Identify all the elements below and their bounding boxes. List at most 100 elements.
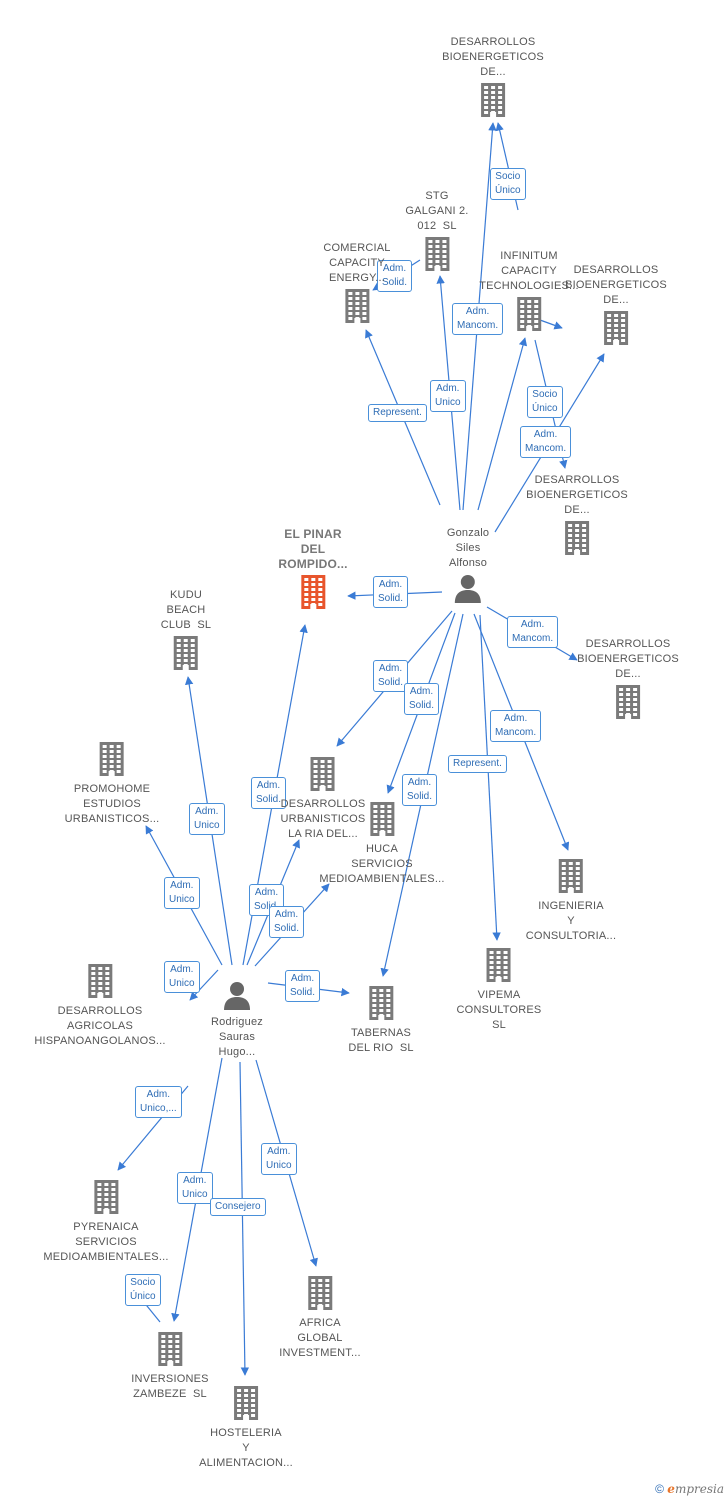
edge-label-adm-unico[interactable]: Adm. Unico bbox=[261, 1143, 297, 1175]
node-des_top[interactable]: DESARROLLOS BIOENERGETICOS DE... bbox=[442, 35, 544, 123]
node-gonzalo[interactable]: Gonzalo Siles Alfonso bbox=[447, 526, 489, 608]
node-kudu[interactable]: KUDU BEACH CLUB SL bbox=[161, 588, 212, 676]
node-label[interactable]: DESARROLLOS BIOENERGETICOS DE... bbox=[565, 264, 667, 306]
edge-label-adm-mancom[interactable]: Adm. Mancom. bbox=[490, 710, 542, 742]
edge-label-socio-nico[interactable]: Socio Único bbox=[527, 386, 563, 418]
node-rodriguez[interactable]: Rodriguez Sauras Hugo... bbox=[211, 978, 263, 1060]
node-label[interactable]: AFRICA GLOBAL INVESTMENT... bbox=[279, 1317, 361, 1359]
node-pinar[interactable]: EL PINAR DEL ROMPIDO... bbox=[278, 527, 347, 615]
edge-label-adm-solid[interactable]: Adm. Solid. bbox=[251, 777, 287, 809]
edge-label-represent[interactable]: Represent. bbox=[368, 404, 427, 422]
node-label[interactable]: DESARROLLOS BIOENERGETICOS DE... bbox=[526, 474, 628, 516]
node-pyrenaica[interactable]: PYRENAICA SERVICIOS MEDIOAMBIENTALES... bbox=[43, 1177, 168, 1265]
person-icon bbox=[211, 980, 263, 1015]
building-icon bbox=[161, 635, 212, 676]
node-africa[interactable]: AFRICA GLOBAL INVESTMENT... bbox=[279, 1273, 361, 1361]
node-stg[interactable]: STG GALGANI 2. 012 SL bbox=[405, 189, 468, 277]
node-label[interactable]: Rodriguez Sauras Hugo... bbox=[211, 1016, 263, 1058]
edge-label-adm-unico[interactable]: Adm. Unico bbox=[164, 877, 200, 909]
node-comercial[interactable]: COMERCIAL CAPACITY ENERGY... bbox=[323, 241, 390, 329]
node-desagr[interactable]: DESARROLLOS AGRICOLAS HISPANOANGOLANOS..… bbox=[34, 961, 165, 1049]
person-icon bbox=[447, 573, 489, 608]
edge-infinitum-to-des_right1 bbox=[539, 319, 563, 330]
edge-label-adm-solid[interactable]: Adm. Solid. bbox=[402, 774, 438, 806]
building-icon bbox=[526, 520, 628, 561]
building-icon bbox=[281, 756, 366, 797]
edge-label-adm-solid[interactable]: Adm. Solid. bbox=[377, 260, 413, 292]
building-icon bbox=[348, 985, 413, 1026]
node-label[interactable]: DESARROLLOS BIOENERGETICOS DE... bbox=[577, 638, 679, 680]
node-label[interactable]: HOSTELERIA Y ALIMENTACION... bbox=[199, 1427, 293, 1469]
edge-label-adm-unico[interactable]: Adm. Unico,... bbox=[135, 1086, 182, 1118]
building-icon bbox=[442, 82, 544, 123]
edge-label-socio-nico[interactable]: Socio Único bbox=[125, 1274, 161, 1306]
node-label[interactable]: DESARROLLOS URBANISTICOS LA RIA DEL... bbox=[280, 798, 366, 840]
edge-rodriguez-to-hosteleria bbox=[239, 1061, 250, 1376]
node-label[interactable]: DESARROLLOS AGRICOLAS HISPANOANGOLANOS..… bbox=[34, 1005, 166, 1047]
building-icon bbox=[65, 741, 160, 782]
building-icon bbox=[278, 574, 347, 615]
edge-label-adm-solid[interactable]: Adm. Solid. bbox=[373, 660, 409, 692]
building-icon bbox=[565, 310, 667, 351]
node-label[interactable]: EL PINAR DEL ROMPIDO... bbox=[278, 527, 348, 571]
node-label[interactable]: INGENIERIA Y CONSULTORIA... bbox=[525, 900, 617, 942]
node-inversiones[interactable]: INVERSIONES ZAMBEZE SL bbox=[131, 1329, 208, 1402]
edge-label-consejero[interactable]: Consejero bbox=[210, 1198, 266, 1216]
edge-label-adm-solid[interactable]: Adm. Solid. bbox=[269, 906, 305, 938]
edge-gonzalo-to-vipema bbox=[479, 614, 501, 941]
edge-label-adm-solid[interactable]: Adm. Solid. bbox=[404, 683, 440, 715]
building-icon bbox=[43, 1179, 168, 1220]
building-icon bbox=[34, 963, 165, 1004]
building-icon bbox=[526, 858, 616, 899]
node-label[interactable]: Gonzalo Siles Alfonso bbox=[446, 527, 490, 569]
edge-label-adm-solid[interactable]: Adm. Solid. bbox=[373, 576, 409, 608]
building-icon bbox=[199, 1385, 293, 1426]
node-label[interactable]: HUCA SERVICIOS MEDIOAMBIENTALES... bbox=[319, 843, 445, 885]
node-infinitum[interactable]: INFINITUM CAPACITY TECHNOLOGIES... bbox=[479, 249, 579, 337]
brand-name: empresia bbox=[667, 1482, 724, 1496]
node-tabernas[interactable]: TABERNAS DEL RIO SL bbox=[348, 983, 413, 1056]
node-label[interactable]: KUDU BEACH CLUB SL bbox=[160, 589, 212, 631]
edge-label-adm-unico[interactable]: Adm. Unico bbox=[189, 803, 225, 835]
edge-label-adm-mancom[interactable]: Adm. Mancom. bbox=[520, 426, 572, 458]
building-icon bbox=[405, 236, 468, 277]
building-icon bbox=[479, 296, 579, 337]
building-icon bbox=[319, 801, 444, 842]
copyright-icon: © bbox=[655, 1482, 664, 1496]
node-desurb[interactable]: DESARROLLOS URBANISTICOS LA RIA DEL... bbox=[281, 754, 366, 842]
edge-gonzalo-to-infinitum bbox=[477, 337, 528, 511]
building-icon bbox=[457, 947, 542, 988]
node-label[interactable]: PROMOHOME ESTUDIOS URBANISTICOS... bbox=[64, 783, 160, 825]
edge-label-adm-mancom[interactable]: Adm. Mancom. bbox=[507, 616, 559, 648]
node-promohome[interactable]: PROMOHOME ESTUDIOS URBANISTICOS... bbox=[65, 739, 160, 827]
node-label[interactable]: INVERSIONES ZAMBEZE SL bbox=[131, 1373, 209, 1400]
node-label[interactable]: STG GALGANI 2. 012 SL bbox=[405, 190, 469, 232]
node-label[interactable]: DESARROLLOS BIOENERGETICOS DE... bbox=[442, 36, 544, 78]
node-label[interactable]: COMERCIAL CAPACITY ENERGY... bbox=[323, 242, 391, 284]
node-label[interactable]: PYRENAICA SERVICIOS MEDIOAMBIENTALES... bbox=[43, 1221, 169, 1263]
node-vipema[interactable]: VIPEMA CONSULTORES SL bbox=[457, 945, 542, 1033]
node-des_mid[interactable]: DESARROLLOS BIOENERGETICOS DE... bbox=[526, 473, 628, 561]
node-label[interactable]: VIPEMA CONSULTORES SL bbox=[456, 989, 542, 1031]
edge-label-adm-unico[interactable]: Adm. Unico bbox=[430, 380, 466, 412]
node-label[interactable]: TABERNAS DEL RIO SL bbox=[348, 1027, 414, 1054]
edge-label-adm-unico[interactable]: Adm. Unico bbox=[177, 1172, 213, 1204]
edge-label-adm-unico[interactable]: Adm. Unico bbox=[164, 961, 200, 993]
edge-label-represent[interactable]: Represent. bbox=[448, 755, 507, 773]
node-des_right1[interactable]: DESARROLLOS BIOENERGETICOS DE... bbox=[565, 263, 667, 351]
edge-label-adm-solid[interactable]: Adm. Solid. bbox=[285, 970, 321, 1002]
node-label[interactable]: INFINITUM CAPACITY TECHNOLOGIES... bbox=[479, 250, 579, 292]
footer-brand[interactable]: © empresia bbox=[655, 1482, 724, 1496]
edge-label-adm-mancom[interactable]: Adm. Mancom. bbox=[452, 303, 504, 335]
node-huca[interactable]: HUCA SERVICIOS MEDIOAMBIENTALES... bbox=[319, 799, 444, 887]
node-ingenieria[interactable]: INGENIERIA Y CONSULTORIA... bbox=[526, 856, 616, 944]
edge-label-socio-nico[interactable]: Socio Único bbox=[490, 168, 526, 200]
node-des_right2[interactable]: DESARROLLOS BIOENERGETICOS DE... bbox=[577, 637, 679, 725]
node-hosteleria[interactable]: HOSTELERIA Y ALIMENTACION... bbox=[199, 1383, 293, 1471]
building-icon bbox=[131, 1331, 208, 1372]
building-icon bbox=[279, 1275, 360, 1316]
building-icon bbox=[577, 684, 679, 725]
edge-rodriguez-to-desagr bbox=[189, 969, 219, 1001]
building-icon bbox=[323, 288, 390, 329]
